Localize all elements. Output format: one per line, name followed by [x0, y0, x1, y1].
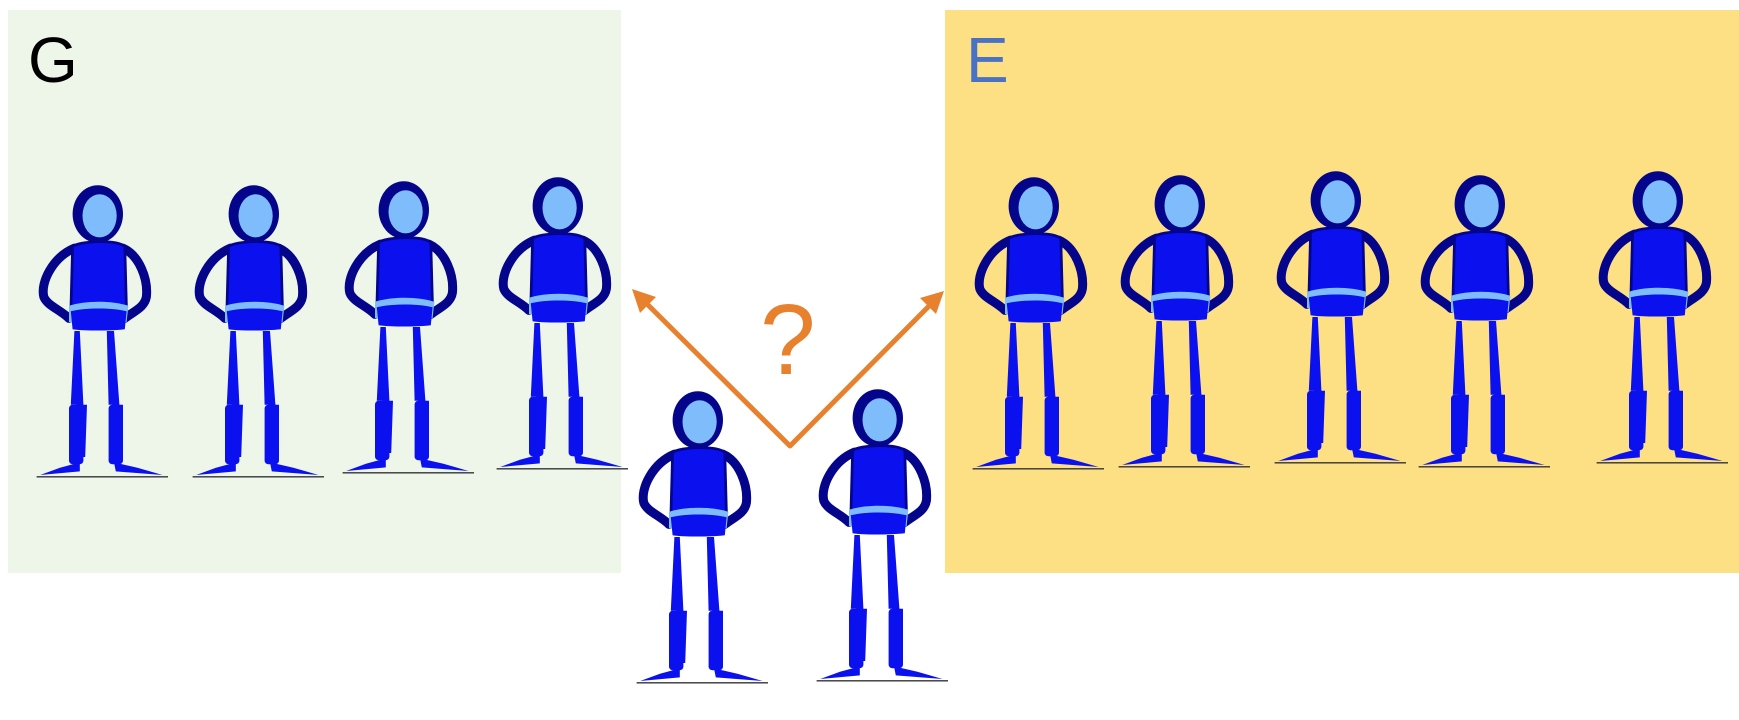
group-e-figures — [972, 171, 1729, 470]
arrow-right-head — [920, 291, 944, 314]
unassigned-figures — [636, 389, 949, 684]
unassigned-figure-2 — [816, 389, 949, 682]
question-mark: ? — [760, 284, 816, 396]
group-g-figure-4 — [496, 177, 629, 470]
group-g-figure-3 — [342, 181, 475, 474]
arrow-left-head — [632, 289, 656, 313]
group-g-figure-1 — [36, 185, 169, 478]
group-g-figure-2 — [192, 185, 325, 478]
decision-arrows — [635, 292, 941, 449]
group-e-figure-3 — [1274, 171, 1407, 464]
group-e-figure-2 — [1118, 175, 1251, 468]
group-e-figure-1 — [972, 177, 1105, 470]
unassigned-figure-1 — [636, 391, 769, 684]
group-g-label: G — [28, 24, 78, 96]
group-g-figures — [36, 177, 629, 478]
group-e-figure-4 — [1418, 175, 1551, 468]
group-e-figure-5 — [1596, 171, 1729, 464]
group-e-label: E — [966, 24, 1009, 96]
